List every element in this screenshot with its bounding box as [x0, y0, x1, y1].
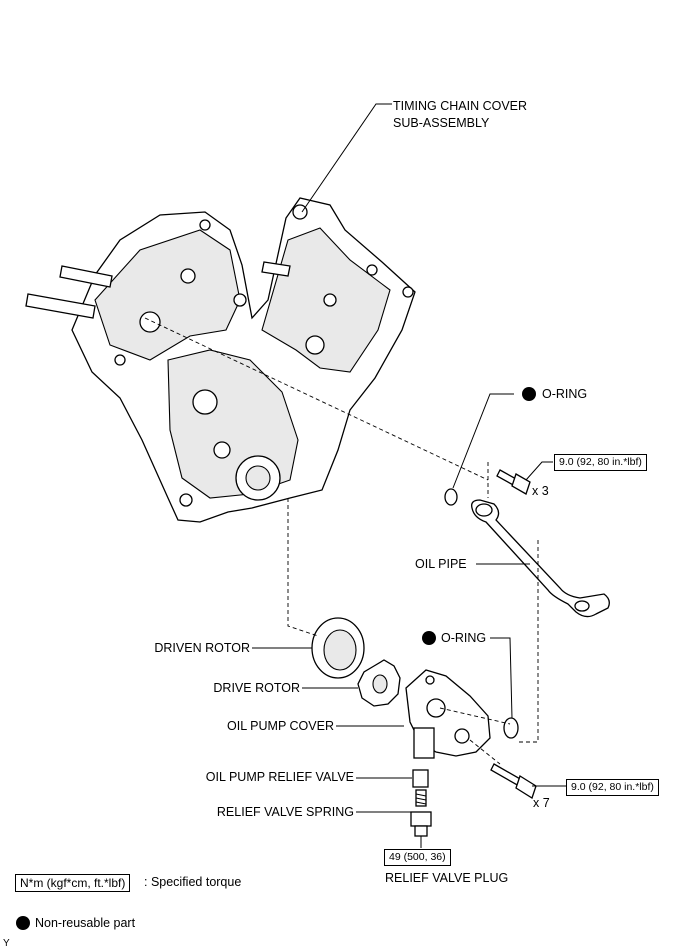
oil-pump-cover-drawing	[405, 669, 491, 759]
corner-mark: Y	[3, 938, 10, 949]
oil-pipe-drawing	[471, 499, 610, 618]
driven-rotor-label: DRIVEN ROTOR	[154, 641, 250, 655]
timing-chain-cover-label-line1: TIMING CHAIN COVER	[393, 99, 528, 113]
legend-torque-unit-box: N*m (kgf*cm, ft.*lbf)	[15, 874, 131, 892]
relief-valve-plug-label: RELIEF VALVE PLUG	[385, 871, 509, 885]
oil-pump-relief-valve-label: OIL PUMP RELIEF VALVE	[205, 770, 354, 784]
o-ring-lower-drawing	[503, 717, 519, 739]
timing-chain-cover-drawing	[25, 197, 416, 523]
relief-valve-plug-drawing	[410, 811, 432, 837]
plug-torque-box: 49 (500, 36)	[384, 849, 451, 866]
o-ring-upper-drawing	[444, 488, 458, 506]
timing-chain-cover-label-line2: SUB-ASSEMBLY	[393, 116, 490, 130]
non-reusable-mark-lower	[422, 631, 436, 645]
relief-valve-spring-label: RELIEF VALVE SPRING	[216, 805, 354, 819]
drive-rotor-drawing	[357, 659, 401, 707]
relief-valve-spring-drawing	[415, 789, 427, 807]
o-ring-upper-label: O-RING	[542, 387, 588, 401]
relief-valve-drawing	[412, 769, 429, 788]
cover-bolt-drawing	[490, 763, 537, 799]
cover-bolt-torque-box: 9.0 (92, 80 in.*lbf)	[566, 779, 659, 796]
oil-pump-cover-label: OIL PUMP COVER	[227, 719, 334, 733]
legend-torque-description: : Specified torque	[144, 875, 242, 889]
legend-non-reusable-icon	[16, 916, 30, 930]
pipe-bolt-drawing	[496, 469, 531, 495]
drive-rotor-label: DRIVE ROTOR	[213, 681, 300, 695]
cover-bolt-quantity: x 7	[533, 796, 550, 810]
driven-rotor-drawing	[311, 617, 365, 679]
legend-non-reusable-text: Non-reusable part	[35, 916, 136, 930]
non-reusable-mark-upper	[522, 387, 536, 401]
o-ring-lower-label: O-RING	[441, 631, 487, 645]
pipe-bolt-quantity: x 3	[532, 484, 549, 498]
oil-pipe-label: OIL PIPE	[415, 557, 467, 571]
pipe-bolt-torque-box: 9.0 (92, 80 in.*lbf)	[554, 454, 647, 471]
